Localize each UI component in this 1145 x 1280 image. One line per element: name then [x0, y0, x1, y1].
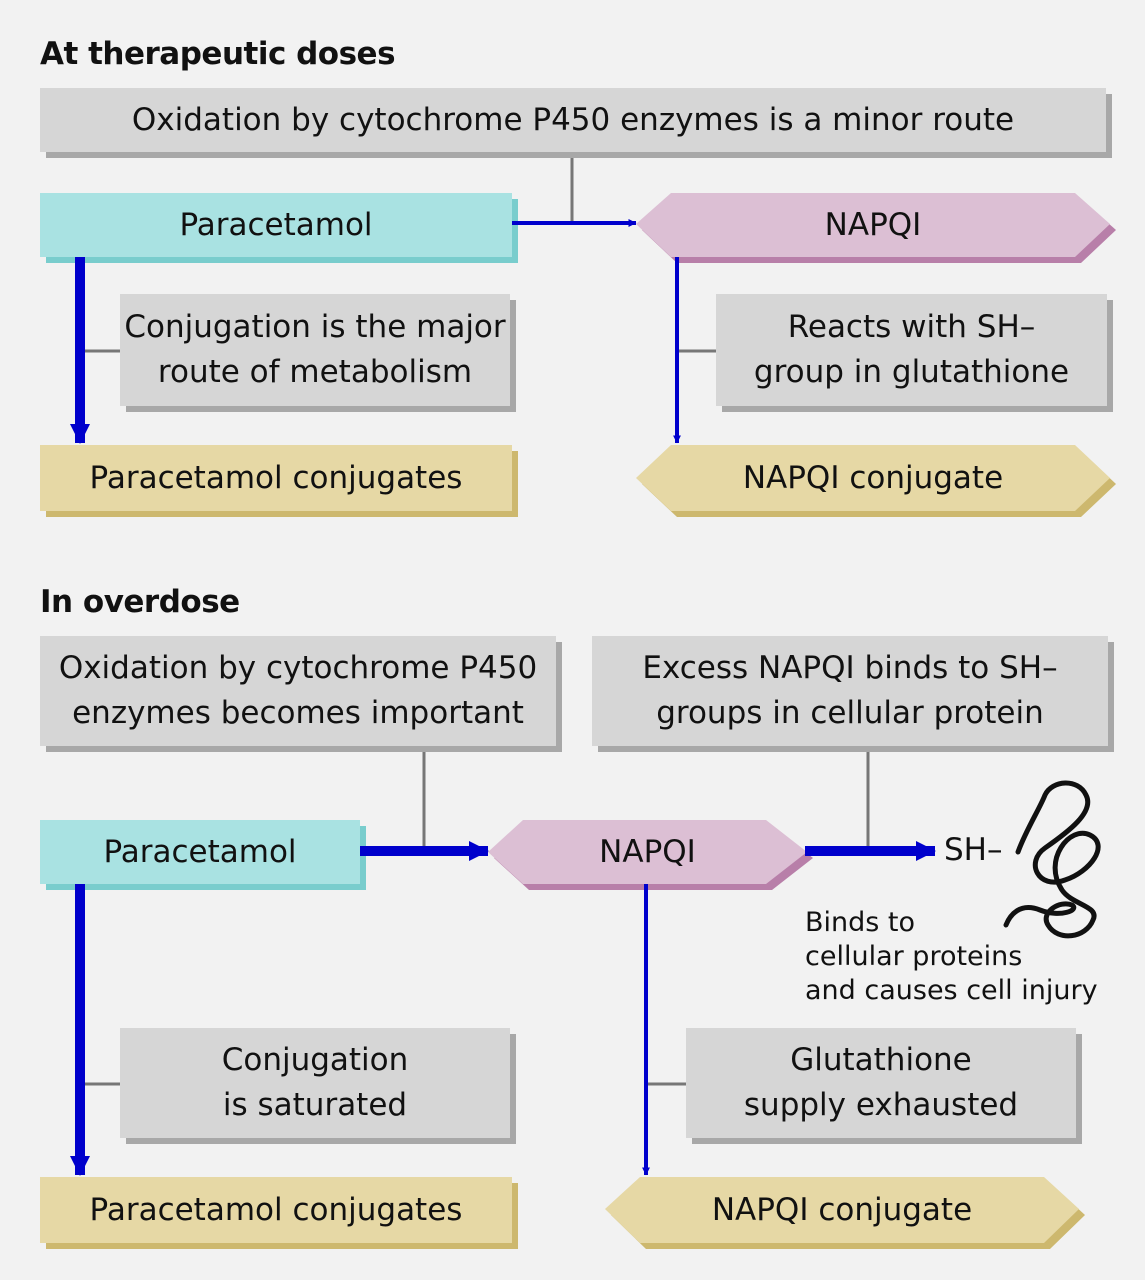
napqi-label-overdose: NAPQI [599, 833, 696, 870]
text-lines: Reacts with SH– group in glutathione [754, 305, 1069, 395]
text-lines: Conjugation is the major route of metabol… [124, 305, 505, 395]
text-line: and causes cell injury [805, 975, 1098, 1006]
napqi-conjugate-shape-1 [636, 445, 1116, 517]
section-heading-therapeutic: At therapeutic doses [40, 36, 396, 72]
paracetamol-box-1 [40, 193, 518, 263]
excess-note-box-2 [592, 636, 1114, 752]
conjugation-major-route-note: Conjugation is the major route of metabol… [120, 294, 510, 406]
napqi-shape-1 [636, 193, 1116, 263]
text-line: cellular proteins [805, 941, 1023, 972]
text-line: Binds to [805, 907, 916, 938]
section-heading-overdose: In overdose [40, 584, 240, 620]
text-lines: Excess NAPQI binds to SH– groups in cellu… [642, 646, 1057, 736]
text-line: Oxidation by cytochrome P450 enzymes is … [131, 101, 1015, 138]
conjugation-saturated-note: Conjugation is saturated [120, 1028, 510, 1138]
excess-napqi-note: Excess NAPQI binds to SH– groups in cellu… [592, 636, 1108, 746]
protein-chain-icon [1003, 780, 1101, 939]
paracetamol-box-2 [40, 820, 366, 890]
text-line: Conjugation is the major [124, 309, 506, 345]
conjugation-note-box-2 [120, 1028, 516, 1144]
text-line: Conjugation [221, 1042, 409, 1078]
oxidation-minor-route-note: Oxidation by cytochrome P450 enzymes is … [40, 88, 1106, 152]
sh-group-label: SH– [944, 832, 1003, 868]
text-lines: Conjugation is saturated [222, 1038, 409, 1128]
paracetamol-conjugates-box-2 [40, 1177, 518, 1249]
text-line: enzymes becomes important [72, 695, 524, 731]
glutathione-reaction-note: Reacts with SH– group in glutathione [716, 294, 1107, 406]
glutathione-exhausted-note: Glutathione supply exhausted [686, 1028, 1076, 1138]
glutathione-note-box-1 [716, 294, 1113, 412]
text-line: supply exhausted [743, 1087, 1019, 1123]
paracetamol-label-therapeutic: Paracetamol [179, 206, 373, 243]
text-line: Glutathione [790, 1042, 972, 1078]
paracetamol-label-overdose: Paracetamol [103, 833, 297, 870]
text-line: groups in cellular protein [656, 695, 1044, 731]
text-line: group in glutathione [753, 354, 1070, 390]
glutathione-note-box-2 [686, 1028, 1082, 1144]
text-lines: Glutathione supply exhausted [744, 1038, 1018, 1128]
text-line: Reacts with SH– [787, 309, 1036, 345]
paracetamol-conjugates-box-1 [40, 445, 518, 517]
text-line: Excess NAPQI binds to SH– [642, 650, 1058, 686]
text-line: is saturated [222, 1087, 408, 1123]
napqi-conjugate-label-therapeutic: NAPQI conjugate [742, 459, 1004, 496]
oxidation-note-box-2 [40, 636, 562, 752]
text-line: Oxidation by cytochrome P450 [58, 650, 538, 686]
paracetamol-conjugates-label-overdose: Paracetamol conjugates [89, 1191, 463, 1228]
paracetamol-conjugates-label-therapeutic: Paracetamol conjugates [89, 459, 463, 496]
napqi-shape-2 [488, 820, 813, 890]
oxidation-important-note: Oxidation by cytochrome P450 enzymes beco… [40, 636, 556, 746]
conjugation-note-box-1 [120, 294, 516, 412]
text-lines: Oxidation by cytochrome P450 enzymes is … [132, 98, 1014, 143]
oxidation-note-box-1 [40, 88, 1112, 158]
text-lines: Oxidation by cytochrome P450 enzymes beco… [59, 646, 537, 736]
napqi-conjugate-label-overdose: NAPQI conjugate [711, 1191, 973, 1228]
napqi-conjugate-shape-2 [605, 1177, 1085, 1249]
napqi-label-therapeutic: NAPQI [824, 206, 922, 243]
text-line: route of metabolism [157, 354, 473, 390]
